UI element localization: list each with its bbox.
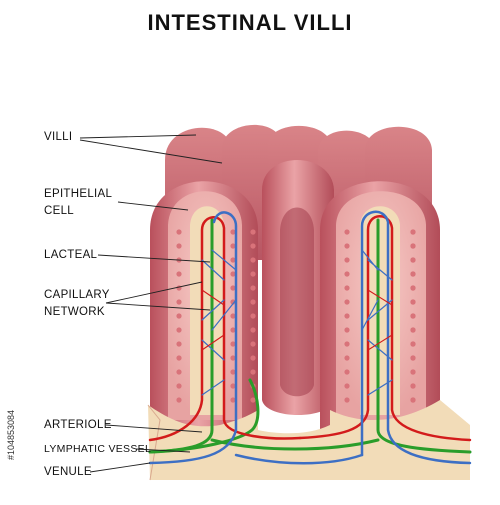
nucleus-dot [410, 341, 416, 347]
nucleus-dot [344, 313, 350, 319]
nucleus-dot [344, 383, 350, 389]
nucleus-dot [176, 383, 182, 389]
label-venule: VENULE [44, 466, 92, 478]
nucleus-dot [250, 355, 256, 361]
nucleus-dot [410, 271, 416, 277]
nucleus-dot [176, 355, 182, 361]
nucleus-dot [176, 397, 182, 403]
nucleus-dot [410, 327, 416, 333]
nucleus-dot [344, 229, 350, 235]
nucleus-dot [230, 243, 236, 249]
left-villus [150, 181, 258, 430]
nucleus-dot [344, 271, 350, 277]
nucleus-dot [176, 229, 182, 235]
right-villus [320, 181, 440, 430]
nucleus-dot [176, 299, 182, 305]
nucleus-dot [230, 257, 236, 263]
nucleus-dot [250, 327, 256, 333]
label-epithelial-line2: CELL [44, 205, 74, 217]
label-capillary-line2: NETWORK [44, 306, 105, 318]
nucleus-dot [230, 355, 236, 361]
nucleus-dot [230, 341, 236, 347]
nucleus-dot [250, 341, 256, 347]
nucleus-dot [230, 327, 236, 333]
nucleus-dot [410, 229, 416, 235]
nucleus-dot [250, 397, 256, 403]
nucleus-dot [230, 299, 236, 305]
nucleus-dot [230, 383, 236, 389]
nucleus-dot [344, 285, 350, 291]
nucleus-dot [410, 285, 416, 291]
nucleus-dot [176, 271, 182, 277]
nucleus-dot [344, 257, 350, 263]
nucleus-dot [250, 313, 256, 319]
label-arteriole: ARTERIOLE [44, 419, 112, 431]
nucleus-dot [176, 313, 182, 319]
nucleus-dot [410, 383, 416, 389]
label-lymphatic-vessel: LYMPHATIC VESSEL [44, 443, 152, 455]
nucleus-dot [410, 313, 416, 319]
label-capillary-line1: CAPILLARY [44, 289, 110, 301]
leader-lines [79, 134, 223, 473]
nucleus-dot [230, 229, 236, 235]
nucleus-dot [230, 271, 236, 277]
nucleus-dot [410, 243, 416, 249]
nucleus-dot [250, 271, 256, 277]
stock-id: #104853084 [6, 409, 16, 460]
nucleus-dot [344, 299, 350, 305]
nucleus-dot [344, 243, 350, 249]
nucleus-dot [410, 299, 416, 305]
nucleus-dot [176, 341, 182, 347]
nucleus-dot [344, 355, 350, 361]
vessels [148, 210, 472, 465]
nucleus-dot [250, 369, 256, 375]
nucleus-dot [410, 369, 416, 375]
nucleus-dot [344, 369, 350, 375]
nucleus-dot [230, 369, 236, 375]
nucleus-dot [230, 397, 236, 403]
nucleus-dot [230, 313, 236, 319]
nucleus-dot [344, 327, 350, 333]
nucleus-dot [176, 327, 182, 333]
nucleus-dot [176, 369, 182, 375]
nucleus-dot [344, 341, 350, 347]
label-epithelial-line1: EPITHELIAL [44, 188, 113, 200]
epithelial-nuclei [176, 229, 416, 403]
nucleus-dot [230, 285, 236, 291]
nucleus-dot [410, 355, 416, 361]
diagram-title: INTESTINAL VILLI [147, 10, 353, 35]
middle-villus [262, 160, 334, 415]
nucleus-dot [250, 285, 256, 291]
nucleus-dot [250, 229, 256, 235]
label-lacteal: LACTEAL [44, 249, 98, 261]
nucleus-dot [250, 257, 256, 263]
label-villi: VILLI [44, 131, 73, 143]
nucleus-dot [250, 243, 256, 249]
nucleus-dot [410, 397, 416, 403]
nucleus-dot [344, 397, 350, 403]
submucosa-base [147, 400, 470, 481]
nucleus-dot [410, 257, 416, 263]
nucleus-dot [176, 243, 182, 249]
nucleus-dot [250, 299, 256, 305]
